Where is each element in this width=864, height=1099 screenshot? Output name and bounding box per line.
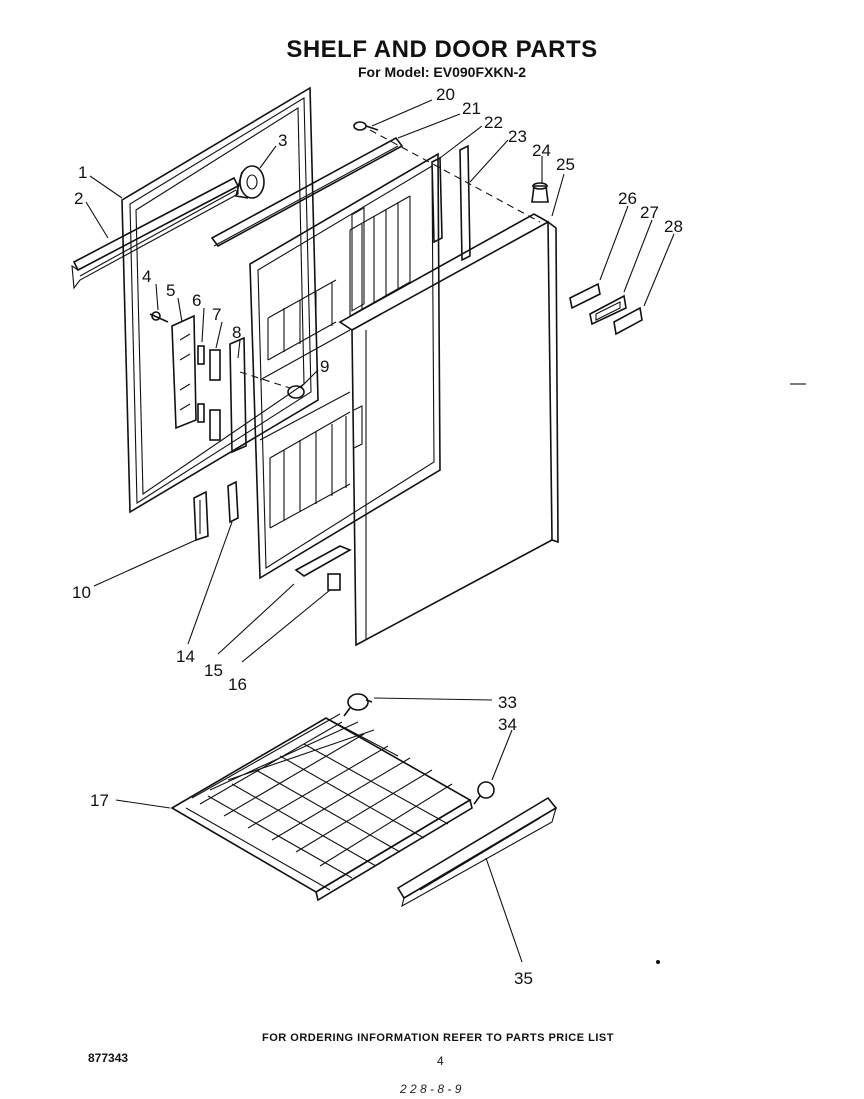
callout-5: 5	[166, 281, 175, 300]
door-rail	[71, 176, 240, 290]
alignment-line-left	[239, 371, 291, 389]
callout-10: 10	[72, 583, 91, 602]
callout-14: 14	[176, 647, 195, 666]
handle-pieces	[193, 480, 239, 542]
handwritten-code: 2 2 8 - 8 - 9	[400, 1082, 462, 1096]
callout-labels: 1 2 3 4 5 6 7 8 9 10 14 15 16 17 20 21 2…	[72, 85, 683, 988]
callout-27: 27	[640, 203, 659, 222]
callout-16: 16	[228, 675, 247, 694]
callout-34: 34	[498, 715, 517, 734]
bottom-bracket	[294, 545, 352, 591]
callout-3: 3	[278, 131, 287, 150]
callout-17: 17	[90, 791, 109, 810]
callout-6: 6	[192, 291, 201, 310]
stray-dot	[656, 960, 660, 964]
callout-24: 24	[532, 141, 551, 160]
ordering-note: FOR ORDERING INFORMATION REFER TO PARTS …	[262, 1032, 614, 1044]
shelf-rail	[396, 796, 558, 908]
model-subtitle: For Model: EV090FXKN-2	[358, 64, 527, 80]
callout-23: 23	[508, 127, 527, 146]
callout-21: 21	[462, 99, 481, 118]
callout-26: 26	[618, 189, 637, 208]
callout-2: 2	[74, 189, 83, 208]
callout-15: 15	[204, 661, 223, 680]
callout-20: 20	[436, 85, 455, 104]
side-strips	[431, 144, 471, 262]
page-number: 4	[437, 1054, 444, 1068]
small-parts-left	[149, 311, 305, 454]
alignment-line-top	[369, 129, 541, 223]
callout-7: 7	[212, 305, 221, 324]
document-number: 877343	[88, 1051, 129, 1065]
callout-25: 25	[556, 155, 575, 174]
hinge-part	[235, 165, 265, 199]
wire-shelf	[170, 713, 473, 902]
door-liner	[249, 152, 441, 580]
screw-20	[353, 121, 379, 131]
callout-4: 4	[142, 267, 151, 286]
callout-9: 9	[320, 357, 329, 376]
badge-parts	[569, 282, 643, 336]
callout-22: 22	[484, 113, 503, 132]
callout-1: 1	[78, 163, 87, 182]
page-title: SHELF AND DOOR PARTS	[286, 36, 598, 63]
leader-lines	[85, 99, 675, 963]
callout-33: 33	[498, 693, 517, 712]
callout-35: 35	[514, 969, 533, 988]
door-outer-panel	[338, 213, 559, 647]
shelf-clips	[343, 693, 495, 805]
hinge-pin-24	[531, 182, 549, 203]
callout-8: 8	[232, 323, 241, 342]
door-gasket	[121, 86, 319, 514]
top-channel	[210, 136, 404, 248]
callout-28: 28	[664, 217, 683, 236]
